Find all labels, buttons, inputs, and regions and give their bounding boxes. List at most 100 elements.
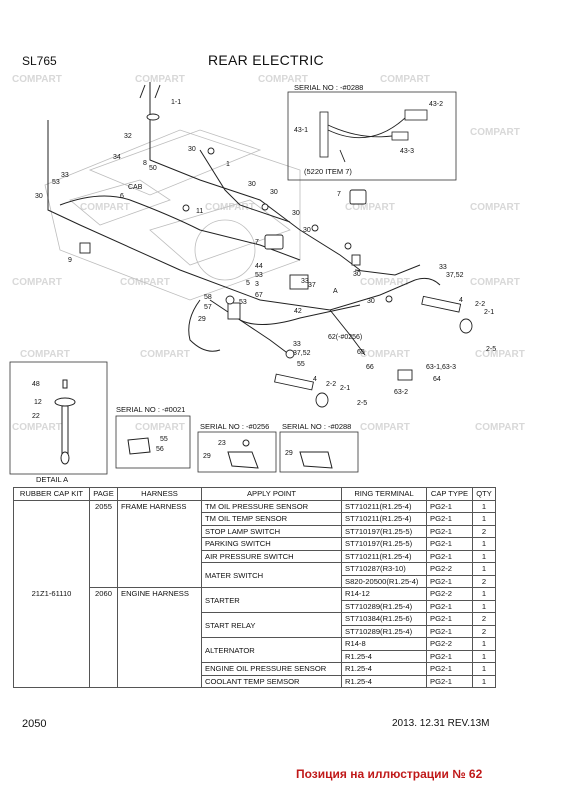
detail-a-box	[9, 361, 108, 475]
svg-text:COMPART: COMPART	[475, 349, 525, 360]
cap-type: PG2-1	[426, 612, 473, 626]
col-cap-type: CAP TYPE	[426, 487, 473, 501]
col-page: PAGE	[89, 487, 118, 501]
svg-text:53: 53	[52, 179, 60, 186]
svg-text:30: 30	[353, 271, 361, 278]
lamp-bar-icon	[274, 373, 314, 391]
svg-text:7: 7	[337, 191, 341, 198]
watermarks: COMPART COMPART COMPART COMPART COMPART …	[12, 74, 525, 433]
svg-text:67: 67	[255, 292, 263, 299]
table-row: 21Z1-61110 2055 FRAME HARNESS TM OIL PRE…	[13, 499, 496, 688]
svg-text:2-5: 2-5	[357, 400, 367, 407]
svg-text:4: 4	[459, 297, 463, 304]
col-qty: QTY	[472, 487, 496, 501]
page-title: REAR ELECTRIC	[208, 52, 324, 68]
table-row: COOLANT TEMP SEMSOR R1.25-4 PG2-1 1	[14, 674, 496, 688]
qty: 2	[472, 612, 496, 626]
svg-text:2-1: 2-1	[484, 309, 494, 316]
svg-text:COMPART: COMPART	[20, 349, 70, 360]
svg-text:55: 55	[297, 361, 305, 368]
cap-type: PG2-1	[426, 599, 473, 613]
qty: 1	[472, 662, 496, 676]
svg-text:COMPART: COMPART	[140, 349, 190, 360]
svg-text:37: 37	[308, 282, 316, 289]
svg-text:30: 30	[188, 146, 196, 153]
svg-text:34: 34	[113, 154, 121, 161]
svg-text:COMPART: COMPART	[12, 277, 62, 288]
svg-text:58: 58	[204, 294, 212, 301]
ring-terminal: R14-12	[341, 587, 427, 601]
svg-text:53: 53	[239, 299, 247, 306]
svg-text:COMPART: COMPART	[380, 74, 430, 85]
qty: 2	[472, 624, 496, 638]
illustration-caption: Позиция на иллюстрации № 62	[296, 767, 483, 781]
svg-text:29: 29	[198, 316, 206, 323]
ring-terminal: R1.25-4	[341, 662, 427, 676]
part-labels: 1-1 1 30 30 30 30 30 30 30 30 32 34 33 5…	[32, 99, 496, 460]
qty: 1	[472, 512, 496, 526]
ring-terminal: ST710384(R1.25-6)	[341, 612, 427, 626]
qty: 1	[472, 649, 496, 663]
harness-wires	[47, 82, 441, 356]
svg-text:30: 30	[270, 189, 278, 196]
page-cell: 2055	[89, 499, 118, 588]
apply-point: PARKING SWITCH	[201, 537, 342, 551]
svg-text:(5220 ITEM 7): (5220 ITEM 7)	[304, 167, 352, 176]
col-kit: RUBBER CAP KIT	[13, 487, 90, 501]
detail-a-label: DETAIL A	[36, 475, 68, 484]
ring-terminal: ST710211(R1.25-4)	[341, 499, 427, 513]
lamp-lens-icon	[315, 392, 329, 408]
svg-text:44: 44	[255, 263, 263, 270]
svg-text:30: 30	[292, 210, 300, 217]
svg-text:29: 29	[203, 453, 211, 460]
qty: 1	[472, 537, 496, 551]
apply-point: COOLANT TEMP SEMSOR	[201, 674, 342, 688]
qty: 1	[472, 637, 496, 651]
qty: 1	[472, 599, 496, 613]
ring-terminal: ST710211(R1.25-4)	[341, 549, 427, 563]
svg-text:33: 33	[293, 341, 301, 348]
col-harness: HARNESS	[117, 487, 202, 501]
cap-type: PG2-1	[426, 549, 473, 563]
svg-text:37,52: 37,52	[293, 350, 311, 357]
qty: 1	[472, 499, 496, 513]
svg-text:7: 7	[255, 239, 259, 246]
col-ring-terminal: RING TERMINAL	[341, 487, 427, 501]
svg-text:42: 42	[294, 308, 302, 315]
revision-date: 2013. 12.31 REV.13M	[392, 718, 490, 729]
svg-text:33: 33	[439, 264, 447, 271]
cap-type: PG2-1	[426, 524, 473, 538]
svg-text:63-1,63-3: 63-1,63-3	[426, 364, 456, 371]
switch-icon	[79, 242, 91, 254]
sensor-icon	[351, 254, 361, 266]
cap-type: PG2-1	[426, 537, 473, 551]
table-row: AIR PRESSURE SWITCH ST710211(R1.25-4) PG…	[14, 549, 496, 563]
table-row: S820-20500(R1.25-4) PG2-1 2	[14, 574, 496, 588]
table-header-row: RUBBER CAP KIT PAGE HARNESS APPLY POINT …	[13, 487, 496, 501]
svg-text:SERIAL NO : -#0021: SERIAL NO : -#0021	[116, 405, 185, 414]
exploded-diagram: COMPART COMPART COMPART COMPART COMPART …	[9, 74, 525, 484]
svg-text:37,52: 37,52	[446, 272, 464, 279]
svg-text:2-1: 2-1	[340, 385, 350, 392]
svg-text:55: 55	[160, 436, 168, 443]
svg-text:COMPART: COMPART	[135, 74, 185, 85]
svg-text:43-2: 43-2	[429, 101, 443, 108]
qty: 1	[472, 674, 496, 688]
svg-text:SERIAL NO : -#0288: SERIAL NO : -#0288	[282, 422, 351, 431]
svg-text:COMPART: COMPART	[258, 74, 308, 85]
svg-text:3: 3	[255, 281, 259, 288]
svg-text:COMPART: COMPART	[360, 422, 410, 433]
qty: 2	[472, 524, 496, 538]
svg-text:30: 30	[303, 227, 311, 234]
svg-text:COMPART: COMPART	[470, 277, 520, 288]
ring-terminal: R1.25-4	[341, 674, 427, 688]
svg-text:56: 56	[156, 446, 164, 453]
model-code: SL765	[22, 54, 57, 68]
ring-terminal: ST710289(R1.25-4)	[341, 624, 427, 638]
apply-point: MATER SWITCH	[201, 562, 342, 588]
harness-cell: ENGINE HARNESS	[117, 587, 202, 688]
svg-text:COMPART: COMPART	[360, 277, 410, 288]
kit-number: 21Z1-61110	[13, 499, 90, 688]
sensor-icon	[227, 302, 241, 320]
grommet-icon	[146, 113, 160, 121]
